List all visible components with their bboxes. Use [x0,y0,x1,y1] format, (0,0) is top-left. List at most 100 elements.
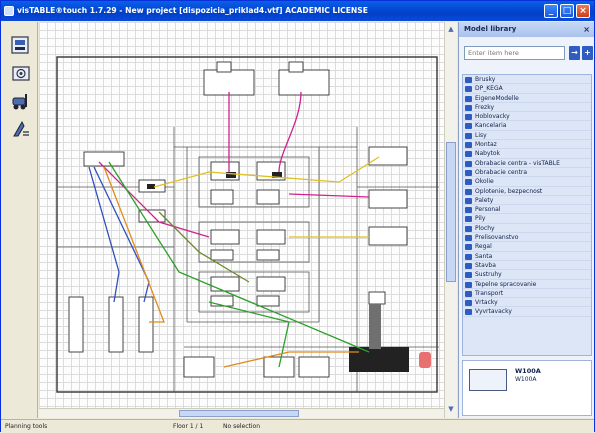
scroll-up-icon[interactable]: ▲ [448,25,454,33]
library-folder-item[interactable]: Plochy [463,224,591,234]
layout-canvas[interactable] [39,22,444,408]
horizontal-scroll-thumb[interactable] [179,410,299,417]
library-folder-label: Frezky [475,103,495,111]
library-folder-item[interactable]: Santa [463,252,591,261]
scroll-down-icon[interactable]: ▼ [448,405,454,413]
library-folder-item[interactable]: Montaz [463,140,591,150]
folder-icon [465,151,472,158]
status-bar: Planning tools Floor 1 / 1 No selection [1,419,594,432]
library-folder-item[interactable]: DP_KEGA [463,84,591,94]
library-folder-item[interactable]: Transport [463,289,591,299]
folder-icon [465,160,472,167]
library-folder-item[interactable]: EigeneModelle [463,94,591,103]
library-folder-item[interactable]: Palety [463,196,591,206]
library-folder-item[interactable]: Regal [463,242,591,252]
folder-icon [465,309,472,316]
library-folder-label: EigeneModelle [475,94,519,102]
item-preview: W100A W100A [462,360,592,416]
library-folder-item[interactable]: Lisy [463,131,591,141]
library-folder-label: Personal [475,206,501,214]
library-folder-label: Prelisovanstvo [475,234,519,242]
library-folder-item[interactable]: Frezky [463,103,591,113]
folder-icon [465,272,472,279]
library-folder-item[interactable]: Kancelaria [463,121,591,131]
panel-header: Model library × [459,22,594,37]
library-folder-item[interactable]: Tepelne spracovanie [463,280,591,289]
status-mode: Planning tools [5,423,48,430]
camera-tool-icon[interactable] [10,62,32,84]
layout-tool-icon[interactable] [10,34,32,56]
library-folder-item[interactable]: Vyvrtavacky [463,307,591,317]
library-folder-label: DP_KEGA [475,85,503,93]
search-go-button[interactable]: → [569,46,580,60]
vertical-scrollbar[interactable]: ▲ ▼ [444,22,457,418]
library-folder-item[interactable]: Sustruhy [463,270,591,280]
status-floor: Floor 1 / 1 [173,423,204,430]
app-icon [4,6,14,16]
panel-close-icon[interactable]: × [583,25,590,34]
status-selection: No selection [223,423,261,430]
library-folder-item[interactable]: Pily [463,214,591,224]
folder-icon [465,132,472,139]
folder-icon [465,86,472,93]
library-folder-label: Sustruhy [475,271,502,279]
library-folder-item[interactable]: Brusky [463,75,591,85]
folder-icon [465,169,472,176]
folder-icon [465,235,472,242]
library-folder-item[interactable]: Nabytok [463,149,591,159]
folder-icon [465,281,472,288]
library-folder-label: Stavba [475,261,496,269]
horizontal-scrollbar[interactable] [39,408,444,418]
factory-layout-drawing [56,56,439,393]
folder-icon [465,300,472,307]
folder-icon [465,114,472,121]
folder-icon [465,77,472,83]
library-folder-label: Hoblovacky [475,113,510,121]
add-item-button[interactable]: + [582,46,593,60]
library-folder-label: Santa [475,252,493,260]
search-input[interactable] [464,46,565,60]
library-folder-item[interactable]: Hoblovacky [463,112,591,122]
library-folder-label: Kancelaria [475,122,507,130]
close-button[interactable]: × [576,4,590,18]
minimize-button[interactable]: _ [544,4,558,18]
library-folder-label: Transport [475,289,504,297]
folder-icon [465,216,472,223]
forklift-tool-icon[interactable] [10,90,32,112]
library-folder-label: Palety [475,196,494,204]
folder-icon [465,142,472,149]
library-folder-item[interactable]: Vrtacky [463,298,591,308]
machine-preview-icon [469,369,507,391]
title-bar[interactable]: visTABLE®touch 1.7.29 - New project [dis… [1,1,594,21]
library-folder-item[interactable]: Okolie [463,177,591,187]
library-folder-label: Vrtacky [475,299,498,307]
library-folder-label: Regal [475,243,492,251]
library-folder-label: Okolie [475,178,494,186]
library-folder-item[interactable]: Obrabacie centra [463,168,591,178]
library-folder-label: Oplotenie, bezpecnost [475,187,543,195]
library-folder-label: Montaz [475,141,497,149]
folder-icon [465,188,472,195]
folder-icon [465,244,472,251]
library-folder-label: Brusky [475,76,496,83]
folder-icon [465,197,472,204]
maximize-button[interactable]: □ [560,4,574,18]
library-folder-item[interactable]: Stavba [463,261,591,271]
library-folder-item[interactable]: Prelisovanstvo [463,233,591,243]
library-folder-label: Nabytok [475,150,501,158]
vertical-scroll-thumb[interactable] [446,142,456,282]
library-folder-label: Vyvrtavacky [475,308,512,316]
folder-icon [465,290,472,297]
library-folder-label: Obrabacie centra [475,168,528,176]
folder-icon [465,104,472,111]
preview-subtitle: W100A [515,376,537,383]
library-folder-item[interactable]: Oplotenie, bezpecnost [463,187,591,196]
folder-icon [465,95,472,102]
library-folder-label: Obrabacie centra - visTABLE [475,159,560,167]
library-folder-item[interactable]: Obrabacie centra - visTABLE [463,159,591,168]
library-folder-item[interactable]: Personal [463,205,591,215]
folder-icon [465,225,472,232]
measure-tool-icon[interactable] [10,118,32,140]
